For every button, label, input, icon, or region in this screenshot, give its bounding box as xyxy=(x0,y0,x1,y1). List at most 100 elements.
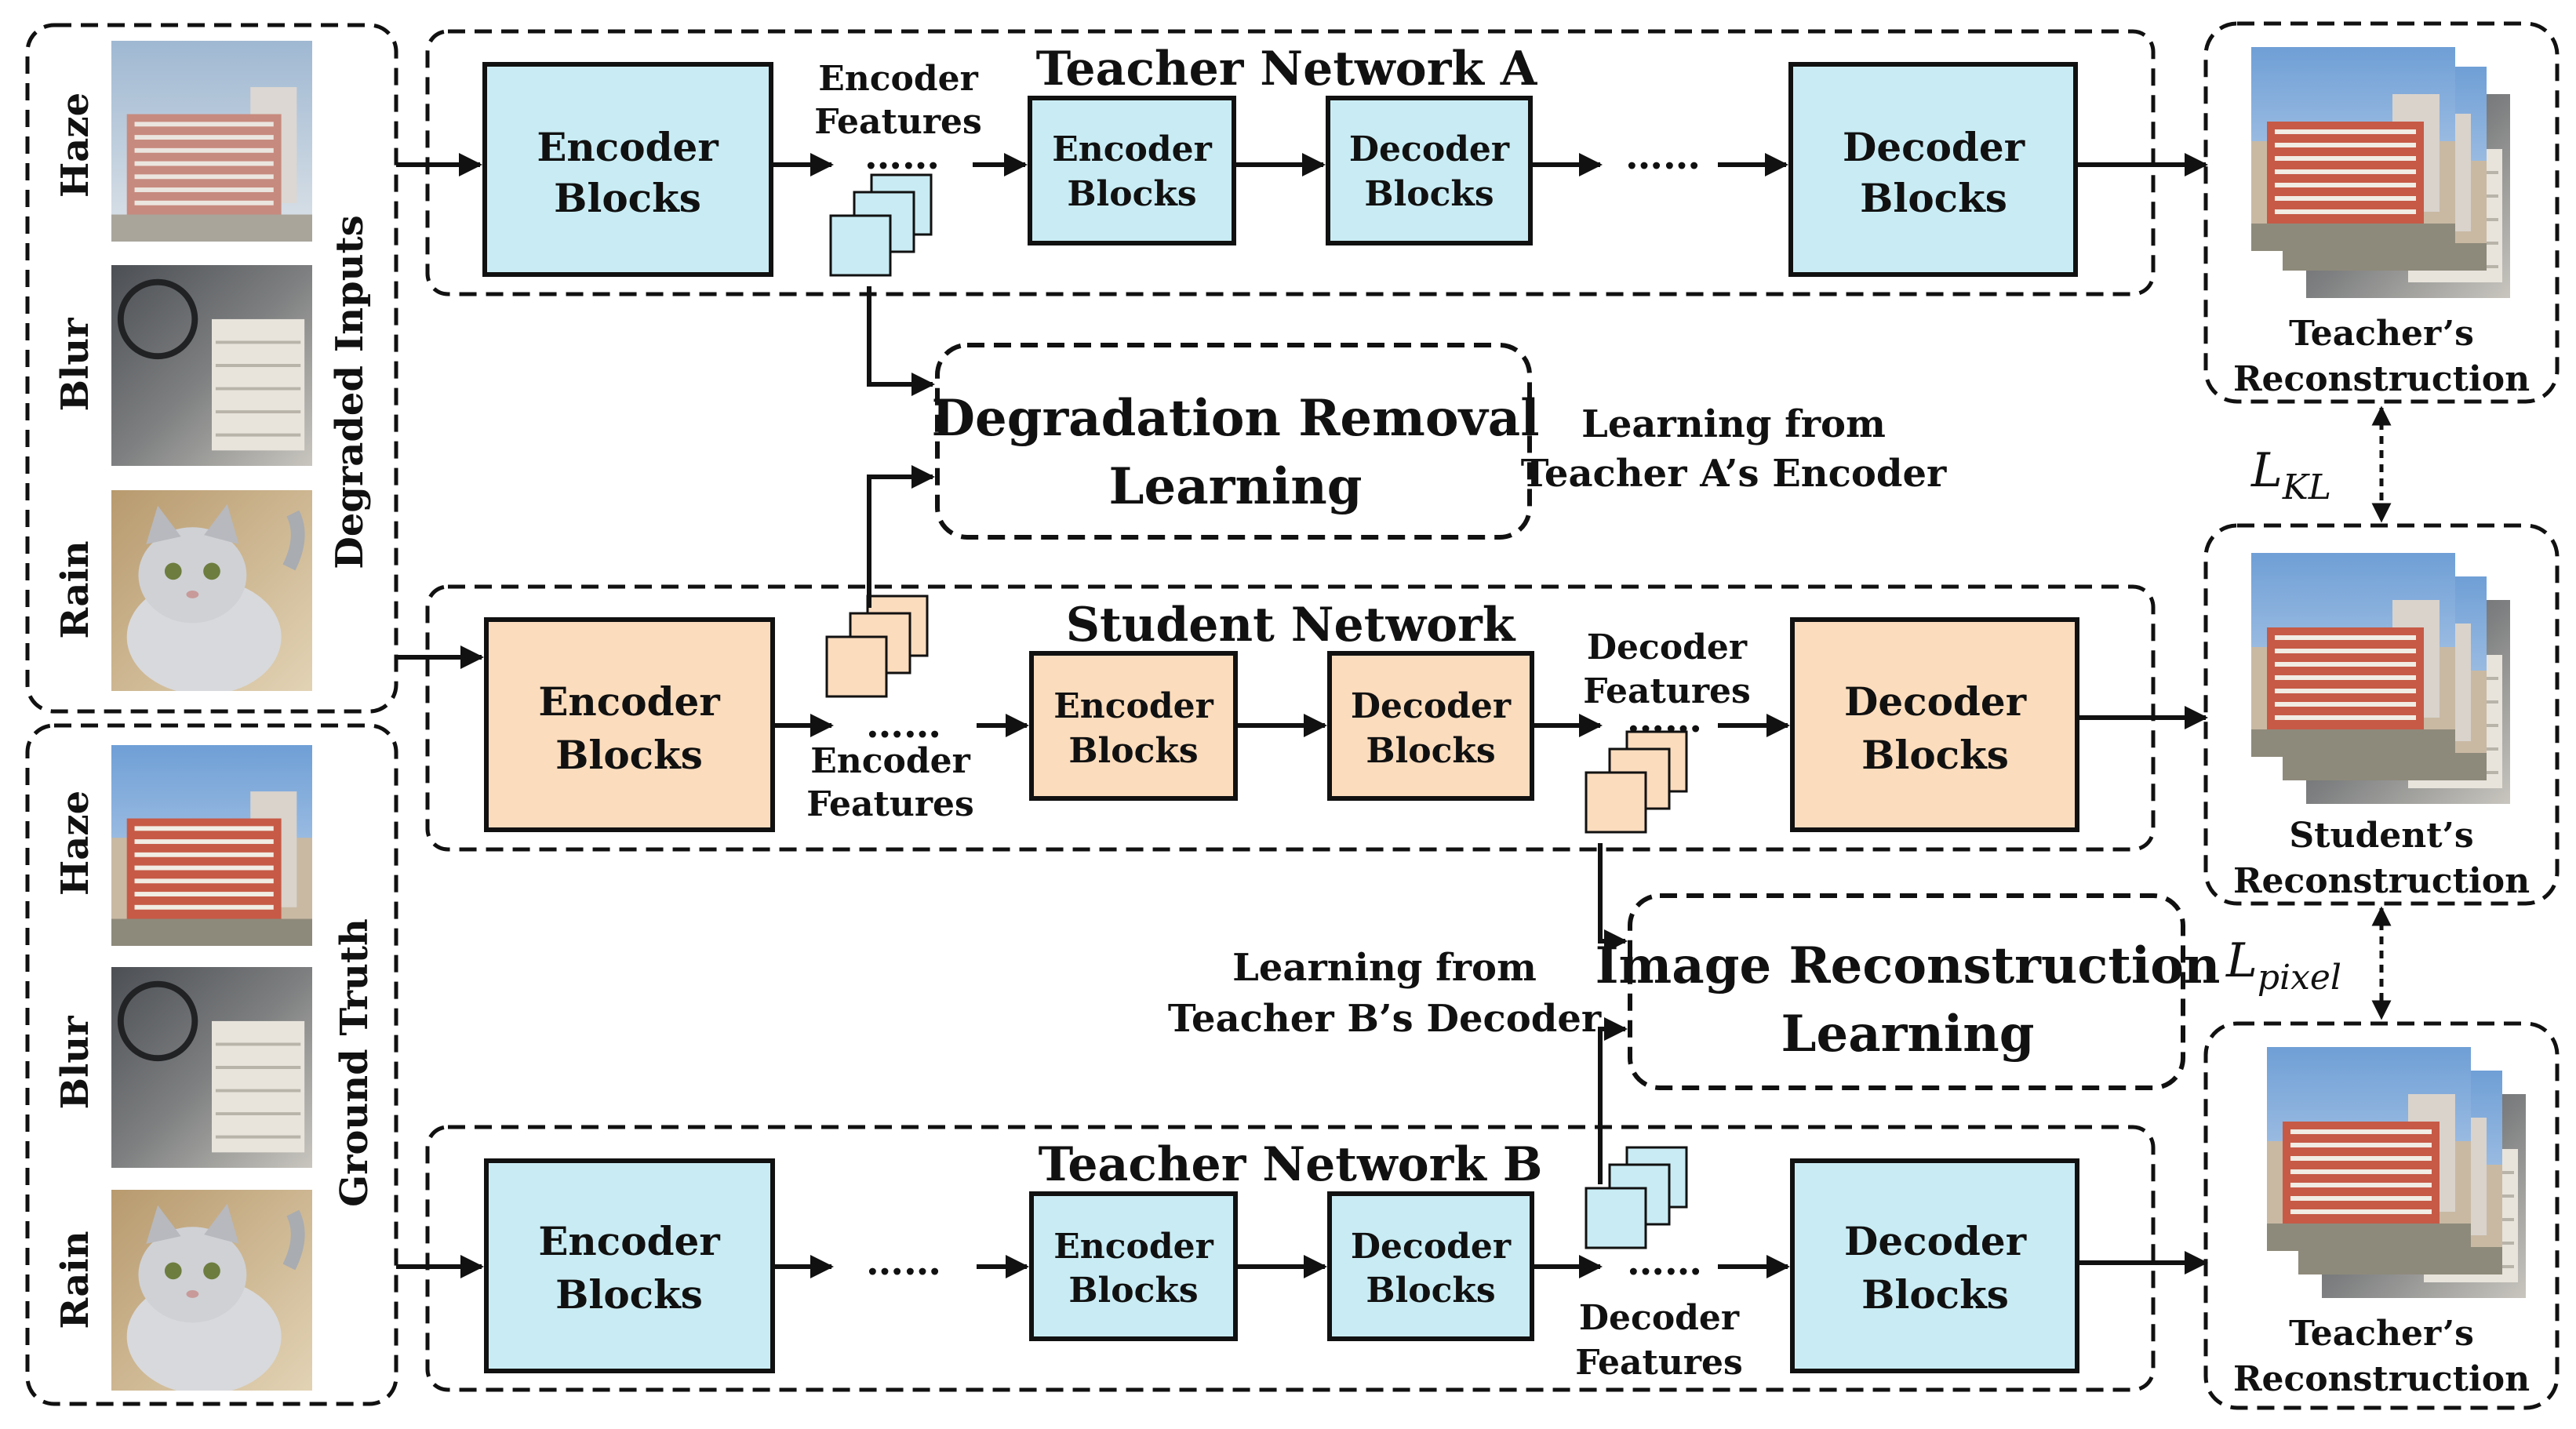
block-label-line2: Blocks xyxy=(554,175,701,221)
degradation-note-line1: Learning from xyxy=(1581,402,1886,446)
degraded-inputs-panel xyxy=(25,23,398,714)
gt-blur-label: Blur xyxy=(53,1016,97,1110)
ground-truth-panel xyxy=(25,723,398,1406)
teacher-b-output-line2: Reconstruction xyxy=(2233,1359,2530,1399)
image-reconstruction-line2: Learning xyxy=(1781,1005,2034,1064)
student-output-line1: Student’s xyxy=(2289,816,2473,856)
student-decoder-feature-maps xyxy=(1585,730,1688,834)
block-label-line1: Encoder xyxy=(1053,1227,1213,1267)
student-decoder-features-line2: Features xyxy=(1583,671,1751,711)
teacher-a-features-label-line2: Features xyxy=(814,102,982,142)
student-encoder-feature-maps xyxy=(825,595,929,698)
student-encoder-block: Encoder Blocks xyxy=(484,617,775,832)
input-rain-label: Rain xyxy=(53,540,97,638)
reconstruction-note-line2: Teacher B’s Decoder xyxy=(1168,997,1602,1041)
student-output-line2: Reconstruction xyxy=(2233,861,2530,901)
block-label-line2: Blocks xyxy=(1068,1271,1198,1311)
student-reconstruction-image xyxy=(2251,553,2510,804)
haze-ground-truth-image xyxy=(111,745,312,946)
block-label-line1: Encoder xyxy=(538,678,720,725)
block-label-line1: Decoder xyxy=(1349,129,1510,169)
teacher-b-decoder-block: Decoder Blocks xyxy=(1790,1158,2079,1373)
input-blur-label: Blur xyxy=(53,318,97,412)
block-label-line2: Blocks xyxy=(555,732,703,778)
pixel-loss-label: Lpixel xyxy=(2225,933,2341,998)
student-mid-decoder-block: Decoder Blocks xyxy=(1327,651,1534,801)
blur-input-image xyxy=(111,265,312,466)
block-label-line1: Encoder xyxy=(538,1218,720,1264)
rain-input-image xyxy=(111,490,312,695)
student-ellipsis: …… xyxy=(866,703,941,747)
block-label-line2: Blocks xyxy=(1366,731,1495,771)
block-label-line1: Decoder xyxy=(1351,686,1512,726)
kl-loss-label: LKL xyxy=(2250,443,2331,507)
teacher-a-mid-decoder-block: Decoder Blocks xyxy=(1326,96,1533,245)
block-label-line2: Blocks xyxy=(1861,1271,2009,1318)
teacher-b-output-panel xyxy=(2203,1021,2560,1410)
rain-ground-truth-image xyxy=(111,1190,312,1394)
student-mid-encoder-block: Encoder Blocks xyxy=(1029,651,1238,801)
block-label-line1: Encoder xyxy=(1053,686,1213,726)
teacher-b-encoder-block: Encoder Blocks xyxy=(484,1158,775,1373)
block-label-line2: Blocks xyxy=(1067,174,1196,214)
student-output-panel xyxy=(2203,523,2560,906)
block-label-line2: Blocks xyxy=(1860,175,2007,221)
block-label-line2: Blocks xyxy=(555,1271,703,1318)
gt-haze-label: Haze xyxy=(53,791,97,896)
student-title: Student Network xyxy=(1066,598,1516,653)
block-label-line2: Blocks xyxy=(1366,1271,1495,1311)
teacher-b-panel xyxy=(425,1125,2156,1392)
teacher-a-output-line1: Teacher’s xyxy=(2289,314,2474,354)
input-haze-label: Haze xyxy=(53,93,97,198)
block-label-line2: Blocks xyxy=(1861,732,2009,778)
ground-truth-label: Ground Truth xyxy=(333,918,377,1207)
block-label-line1: Decoder xyxy=(1844,678,2027,725)
teacher-a-mid-encoder-block: Encoder Blocks xyxy=(1028,96,1236,245)
degradation-removal-learning-box: Degradation Removal Learning xyxy=(931,343,1540,540)
degraded-inputs-label: Degraded Inputs xyxy=(328,215,372,569)
student-features-to-reconstruction-arrow xyxy=(1598,843,1628,953)
block-label-line1: Decoder xyxy=(1844,1218,2027,1264)
teacher-a-reconstruction-image xyxy=(2251,47,2510,298)
teacher-b-features-to-reconstruction-arrow xyxy=(1598,1017,1628,1184)
teacher-b-mid-encoder-block: Encoder Blocks xyxy=(1029,1191,1238,1341)
student-decoder-features-line1: Decoder xyxy=(1587,627,1748,667)
teacher-b-title: Teacher Network B xyxy=(1039,1137,1543,1192)
teacher-b-ellipsis-2: …… xyxy=(1627,1240,1702,1284)
teacher-a-output-panel xyxy=(2203,21,2560,404)
student-encoder-features-line2: Features xyxy=(806,784,974,824)
blur-ground-truth-image xyxy=(111,967,312,1168)
haze-input-image xyxy=(111,41,312,242)
student-encoder-features-line1: Encoder xyxy=(810,741,970,781)
student-decoder-block: Decoder Blocks xyxy=(1790,617,2079,832)
degradation-note-line2: Teacher A’s Encoder xyxy=(1521,452,1947,496)
teacher-b-features-line1: Decoder xyxy=(1579,1298,1740,1338)
gt-rain-label: Rain xyxy=(53,1231,97,1329)
degradation-removal-line2: Learning xyxy=(1108,457,1362,516)
teacher-a-features-to-degradation-arrow xyxy=(867,286,935,396)
block-label-line1: Encoder xyxy=(1052,129,1212,169)
teacher-b-ellipsis: …… xyxy=(866,1240,941,1284)
teacher-b-mid-decoder-block: Decoder Blocks xyxy=(1327,1191,1534,1341)
teacher-b-features-line2: Features xyxy=(1575,1343,1743,1383)
teacher-a-decoder-block: Decoder Blocks xyxy=(1788,62,2078,277)
teacher-b-output-line1: Teacher’s xyxy=(2289,1314,2474,1354)
reconstruction-note-line1: Learning from xyxy=(1232,946,1537,990)
teacher-a-encoder-block: Encoder Blocks xyxy=(482,62,773,277)
image-reconstruction-learning-box: Image Reconstruction Learning xyxy=(1595,893,2221,1090)
degradation-removal-line1: Degradation Removal xyxy=(931,389,1539,448)
student-features-to-degradation-arrow xyxy=(867,465,935,608)
teacher-b-reconstruction-image xyxy=(2267,1047,2526,1298)
block-label-line1: Decoder xyxy=(1351,1227,1512,1267)
block-label-line1: Decoder xyxy=(1843,124,2025,170)
teacher-a-output-line2: Reconstruction xyxy=(2233,359,2530,399)
block-label-line2: Blocks xyxy=(1364,174,1494,214)
block-label-line1: Encoder xyxy=(537,124,719,170)
teacher-a-title: Teacher Network A xyxy=(1036,42,1538,96)
teacher-a-ellipsis: …… xyxy=(864,134,940,178)
teacher-a-encoder-feature-maps xyxy=(829,173,933,277)
teacher-a-ellipsis-2: …… xyxy=(1625,134,1701,178)
teacher-a-features-label-line1: Encoder xyxy=(818,59,978,99)
image-reconstruction-line1: Image Reconstruction xyxy=(1595,936,2221,995)
